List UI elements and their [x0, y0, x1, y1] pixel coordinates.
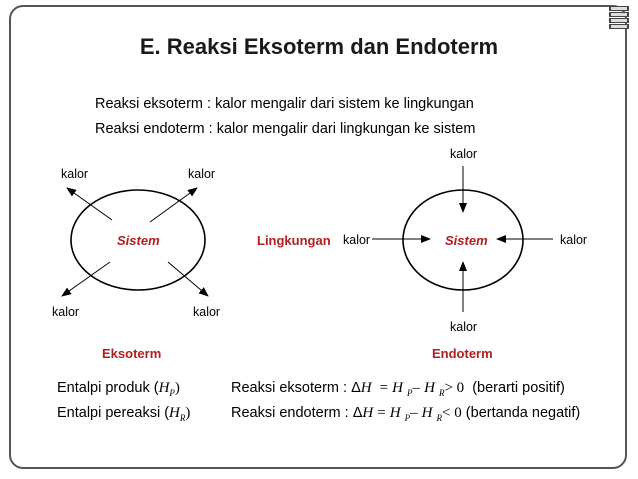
exo-kalor-top-right: kalor	[188, 167, 216, 181]
endo-kalor-top: kalor	[450, 147, 478, 161]
slide-logo-icon	[609, 6, 629, 29]
endo-definition: Reaksi endoterm : kalor mengalir dari li…	[95, 121, 476, 137]
endo-system-label: Sistem	[445, 233, 488, 248]
slide-frame	[9, 5, 627, 469]
exo-arrow-bottom-right	[167, 261, 209, 297]
endo-equation: Reaksi endoterm : ΔH = H P– H R< 0 (bert…	[231, 405, 581, 423]
endo-kalor-bottom: kalor	[450, 320, 478, 334]
entalpi-produk: Entalpi produk (HP)	[57, 380, 180, 398]
lingkungan-label: Lingkungan	[257, 233, 331, 248]
eksoterm-label: Eksoterm	[102, 346, 162, 361]
exo-arrow-top-right	[149, 187, 198, 223]
exo-kalor-bottom-left: kalor	[52, 305, 80, 319]
exo-system-label: Sistem	[117, 233, 160, 248]
exo-definition: Reaksi eksoterm : kalor mengalir dari si…	[95, 96, 474, 112]
exo-arrow-bottom-left	[61, 261, 111, 297]
exo-kalor-bottom-right: kalor	[193, 305, 221, 319]
entalpi-pereaksi: Entalpi pereaksi (HR)	[57, 405, 191, 423]
endoterm-label: Endoterm	[432, 346, 493, 361]
exo-arrow-top-left	[66, 187, 113, 221]
endo-kalor-right: kalor	[560, 233, 588, 247]
page-title: E. Reaksi Eksoterm dan Endoterm	[139, 34, 499, 59]
exo-kalor-top-left: kalor	[61, 167, 89, 181]
exo-system-circle	[70, 189, 206, 291]
exo-equation: Reaksi eksoterm : ΔH = H P– H R> 0 (bera…	[231, 380, 565, 398]
endo-kalor-left: kalor	[343, 233, 371, 247]
